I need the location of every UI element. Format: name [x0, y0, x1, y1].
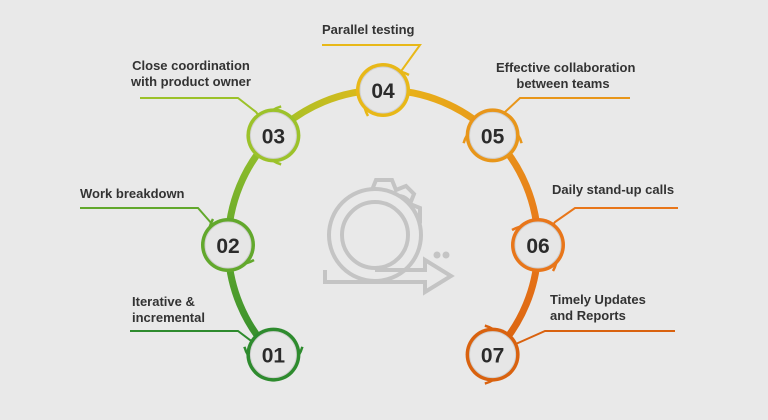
label-line: Timely Updates	[550, 292, 646, 307]
node-circle	[469, 331, 517, 379]
label-line: Close coordination	[132, 58, 250, 73]
label-line: Effective collaboration	[496, 60, 636, 75]
leader-line	[492, 330, 675, 356]
label-line: Iterative &	[132, 294, 195, 309]
node-circle	[469, 111, 517, 159]
step-number: 04	[371, 80, 395, 103]
label-line: Daily stand-up calls	[552, 182, 675, 197]
step-label-06: Daily stand-up calls	[552, 182, 674, 198]
step-number: 05	[481, 125, 505, 148]
step-node-07: 07	[465, 324, 520, 385]
label-line: Parallel testing	[322, 22, 415, 37]
step-node-04: 04	[356, 63, 410, 117]
label-line: incremental	[132, 310, 205, 325]
step-node-02: 02	[201, 218, 255, 272]
step-number: 02	[216, 235, 239, 258]
step-node-06: 06	[511, 218, 565, 272]
step-label-01: Iterative &incremental	[132, 294, 205, 326]
step-label-02: Work breakdown	[80, 186, 185, 202]
step-node-01: 01	[243, 327, 304, 382]
node-circle	[204, 221, 252, 269]
step-number: 03	[262, 125, 285, 148]
label-line: Work breakdown	[80, 186, 185, 201]
step-node-03: 03	[246, 105, 301, 166]
node-circle	[249, 111, 297, 159]
step-number: 07	[481, 345, 504, 368]
label-line: and Reports	[550, 308, 626, 323]
step-label-04: Parallel testing	[322, 22, 414, 38]
node-circle	[249, 331, 297, 379]
step-node-05: 05	[462, 108, 523, 163]
label-line: with product owner	[131, 74, 251, 89]
agile-cycle-gear-icon	[323, 178, 455, 296]
step-number: 01	[262, 345, 286, 368]
step-number: 06	[526, 235, 549, 258]
label-line: between teams	[516, 76, 610, 91]
node-circle	[359, 66, 407, 114]
node-circle	[514, 221, 562, 269]
